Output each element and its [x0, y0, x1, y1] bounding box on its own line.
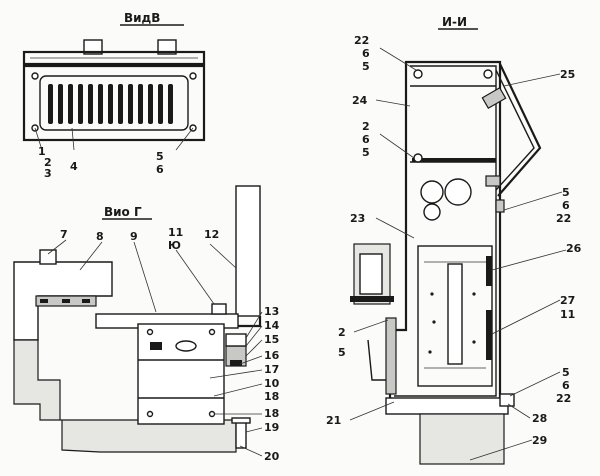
callout-6a: 6 [362, 47, 370, 60]
screw-icon [146, 410, 154, 418]
grille-slots [48, 84, 173, 124]
gland-small [423, 203, 441, 221]
base-plate [385, 397, 509, 415]
callout-3: 3 [44, 167, 52, 180]
callout-27: 27 [560, 294, 575, 307]
screw-icon [31, 72, 39, 80]
callout-9: 9 [130, 230, 138, 243]
bolt-19 [235, 419, 247, 449]
callout-16: 16 [264, 349, 280, 362]
foot-bolt [499, 393, 515, 407]
enclosure-wall [388, 60, 502, 402]
callout-13: 13 [264, 305, 279, 318]
din-rail [447, 263, 463, 365]
callout-2: 2 [44, 156, 52, 169]
section-title: И-И [442, 15, 467, 29]
callout-21: 21 [326, 414, 341, 427]
view-g: Вио Г [13, 185, 280, 463]
callout-22c: 22 [556, 212, 571, 225]
callout-28: 28 [532, 412, 547, 425]
screw-icon [208, 328, 216, 336]
cover-strip [22, 50, 206, 66]
screw-icon [208, 410, 216, 418]
callout-22e: 22 [556, 392, 571, 405]
screw-icon [413, 69, 423, 79]
callout-4: 4 [70, 160, 78, 173]
callout-20: 20 [264, 450, 280, 463]
gland-large [420, 180, 444, 204]
callout-7: 7 [60, 228, 68, 241]
electrical-box [137, 323, 225, 425]
callout-5d: 5 [338, 346, 346, 359]
view-g-title: Вио Г [104, 205, 142, 219]
callout-6: 6 [156, 163, 164, 176]
callout-5a: 5 [362, 60, 370, 73]
indicator [150, 342, 162, 350]
callout-5b: 5 [362, 146, 370, 159]
callout-18: 18 [264, 390, 279, 403]
callout-18b: 18 [264, 407, 279, 420]
callout-19: 19 [264, 421, 279, 434]
section-ii: И-И [326, 15, 582, 465]
callout-6c: 6 [562, 199, 570, 212]
callout-14: 14 [264, 319, 280, 332]
view-b-title: ВидВ [124, 11, 160, 25]
bolt-11 [211, 303, 227, 315]
view-b: ВидВ [22, 11, 206, 180]
gland-large [444, 178, 472, 206]
callout-5c: 5 [562, 186, 570, 199]
callout-15: 15 [264, 333, 279, 346]
callout-12: 12 [204, 228, 219, 241]
screw-icon [483, 69, 493, 79]
hinge-right [157, 39, 177, 55]
callout-8: 8 [96, 230, 104, 243]
callout-25: 25 [560, 68, 575, 81]
lens-icon [175, 340, 197, 352]
callout-5e: 5 [562, 366, 570, 379]
pedestal [419, 413, 505, 465]
grille-frame [39, 75, 189, 131]
callout-10-alt: Ю [168, 239, 181, 252]
screw-icon [413, 153, 423, 163]
callout-24: 24 [352, 94, 368, 107]
callout-23: 23 [350, 212, 365, 225]
sloped-cover [497, 63, 542, 197]
latch-25 [481, 86, 507, 110]
screw-icon [189, 72, 197, 80]
hinge-left [83, 39, 103, 55]
vertical-bracket [235, 185, 261, 317]
callout-5: 5 [156, 150, 164, 163]
callout-29: 29 [532, 434, 547, 447]
housing-cap [39, 249, 57, 265]
screw-icon [146, 328, 154, 336]
callout-26: 26 [566, 242, 582, 255]
callout-6b: 6 [362, 133, 370, 146]
callout-11: 11 [168, 226, 183, 239]
callout-2b: 2 [362, 120, 370, 133]
callout-11b: 11 [560, 308, 575, 321]
grille-plate [22, 64, 206, 142]
callout-17: 17 [264, 363, 279, 376]
callout-6e: 6 [562, 379, 570, 392]
callout-2d: 2 [338, 326, 346, 339]
callout-1: 1 [38, 145, 46, 158]
callout-22a: 22 [354, 34, 369, 47]
callout-10: 10 [264, 377, 280, 390]
